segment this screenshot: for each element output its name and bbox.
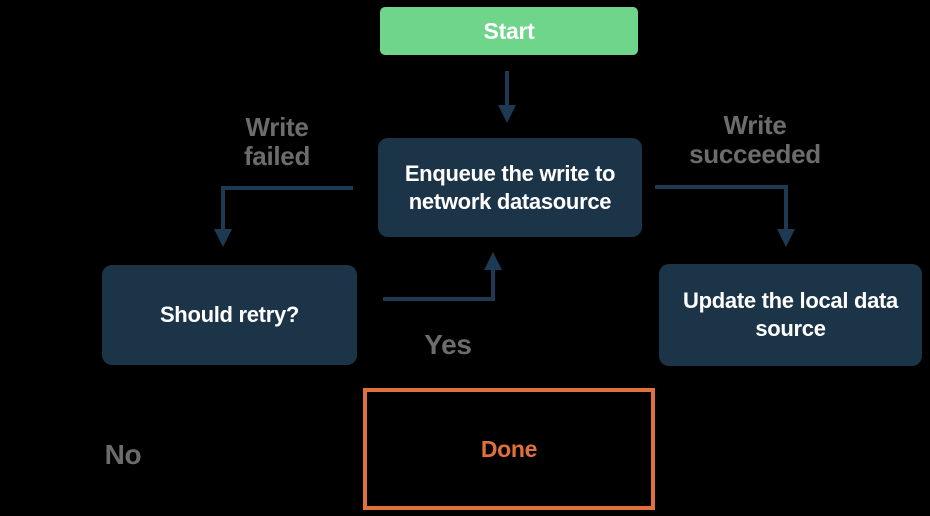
arrow-head-down-icon [214, 229, 232, 247]
should-retry-node: Should retry? [102, 265, 357, 365]
arrow-line [655, 185, 786, 189]
arrow-head-up-icon [484, 252, 502, 270]
done-node: Done [363, 388, 655, 510]
enqueue-node: Enqueue the write to network datasource [378, 138, 642, 237]
should-retry-node-label: Should retry? [159, 302, 300, 327]
start-node-label: Start [483, 17, 535, 44]
arrow-line [491, 270, 495, 301]
edge-label-write-failed: Write failed [207, 113, 347, 171]
arrow-line [383, 297, 495, 301]
edge-label-write-succeeded: Write succeeded [675, 111, 835, 169]
arrow-line [221, 186, 225, 229]
update-node-line2: source [755, 316, 826, 341]
edge-label-write-failed-line2: failed [243, 141, 311, 171]
edge-label-write-succeeded-line2: succeeded [689, 139, 821, 169]
update-node: Update the local data source [659, 264, 922, 366]
update-node-line1: Update the local data [683, 288, 898, 313]
edge-label-yes: Yes [424, 329, 472, 360]
arrow-head-down-icon [498, 105, 516, 123]
enqueue-node-line2: network datasource [408, 188, 612, 214]
arrow-line [784, 185, 788, 229]
edge-label-write-succeeded-line1: Write [723, 110, 787, 140]
done-node-label: Done [480, 435, 538, 462]
arrow-head-down-icon [777, 229, 795, 247]
start-node: Start [380, 7, 638, 55]
edge-label-no: No [104, 439, 142, 470]
edge-label-write-failed-line1: Write [245, 112, 309, 142]
arrow-line [221, 186, 353, 190]
arrow-line [505, 71, 509, 105]
enqueue-node-line1: Enqueue the write to [404, 160, 616, 186]
